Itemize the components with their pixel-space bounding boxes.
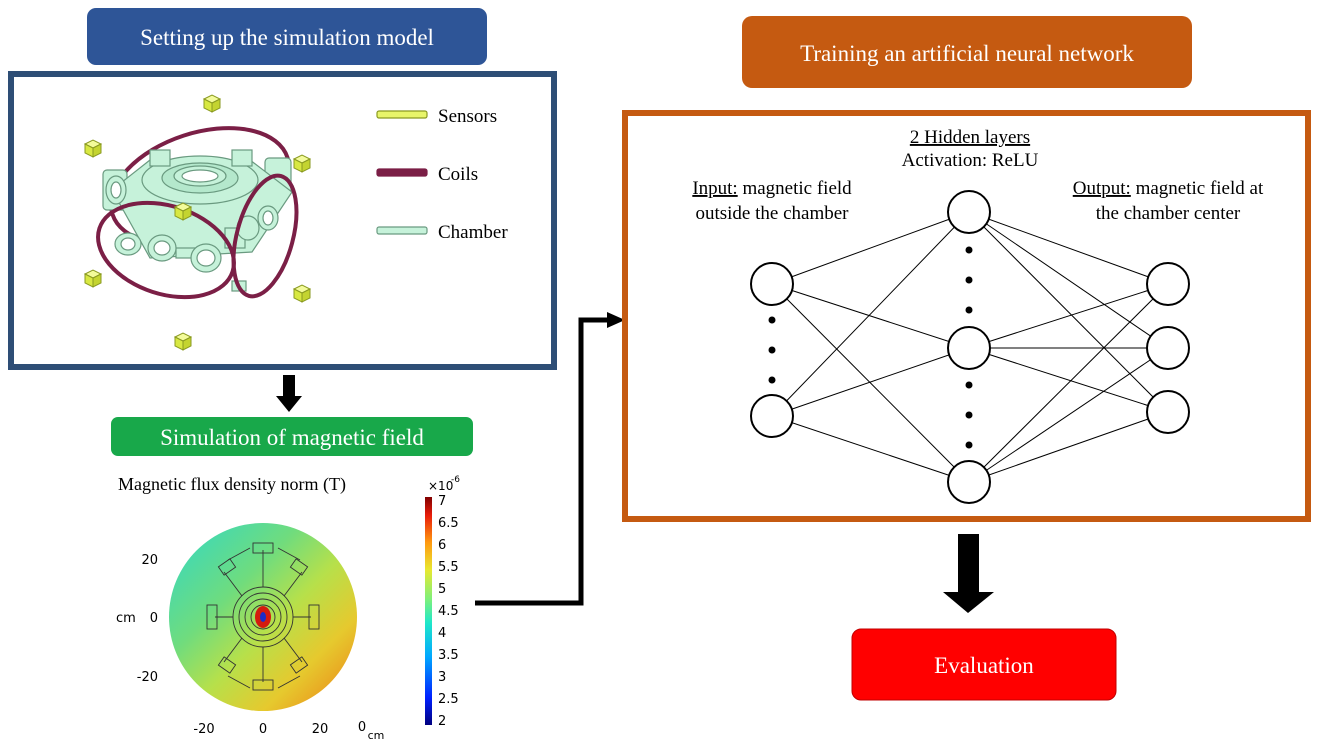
input-label-text: magnetic field (738, 178, 852, 199)
colorbar-tick-label: 3.5 (438, 648, 459, 663)
x-tick-label: 20 (312, 722, 329, 737)
plot-axes: 20 0 -20 cm -20 0 20 0 cm (116, 553, 384, 741)
y-axis-unit: cm (116, 611, 136, 626)
y-tick-label: 0 (150, 611, 158, 626)
nn-connection (771, 415, 970, 483)
colorbar-tick-label: 7 (438, 494, 446, 509)
y-tick-label: 20 (141, 553, 158, 568)
colorbar-exponent: -6 (451, 475, 460, 485)
y-tick-label: -20 (137, 670, 158, 685)
output-label-line-2: the chamber center (1096, 203, 1241, 224)
colorbar-tick-label: 2.5 (438, 692, 459, 707)
chamber-outline-overlay (206, 542, 320, 691)
field-plot (169, 523, 357, 711)
output-neuron (1146, 262, 1190, 306)
output-label-text: magnetic field at (1131, 178, 1264, 199)
plot-title: Magnetic flux density norm (T) (118, 474, 346, 495)
nn-connection (968, 211, 1169, 413)
training-frame (622, 110, 1311, 522)
output-neuron (1146, 326, 1190, 370)
colorbar-tick-label: 2 (438, 714, 446, 729)
activation-label: Activation: ReLU (902, 150, 1039, 171)
output-neuron (1146, 390, 1190, 434)
x-axis-unit: cm (368, 729, 385, 741)
simulation-title-box: Simulation of magnetic field (111, 417, 473, 456)
colorbar-tick-label: 4 (438, 626, 446, 641)
input-label-line-1: Input: magnetic field (692, 178, 852, 199)
colorbar-exponent-base: ×10 (428, 479, 453, 493)
hidden-neuron (947, 326, 991, 370)
legend-label-chamber: Chamber (438, 222, 508, 243)
setup-legend: Sensors Coils Chamber (376, 106, 508, 243)
nn-connection (771, 211, 970, 417)
colorbar-tick-label: 3 (438, 670, 446, 685)
nn-connection (771, 283, 970, 349)
colorbar: ×10 -6 7 6.5 6 5.5 5 4.5 4 3.5 3 2.5 2 (425, 475, 460, 729)
input-neuron (750, 262, 794, 306)
x-tick-label: 0 (358, 720, 366, 735)
nn-connection (968, 283, 1169, 349)
training-title: Training an artificial neural network (800, 41, 1134, 66)
arrow-down-training (943, 534, 994, 613)
chamber-model-image (83, 94, 312, 351)
evaluation-label: Evaluation (934, 653, 1034, 678)
nn-connection (771, 211, 970, 285)
setup-title-box: Setting up the simulation model (87, 8, 487, 65)
output-label-head: Output: (1073, 178, 1131, 199)
nn-connection (968, 283, 1169, 483)
x-tick-label: -20 (193, 722, 214, 737)
colorbar-tick-label: 4.5 (438, 604, 459, 619)
legend-label-coils: Coils (438, 164, 478, 185)
hidden-layers-label: 2 Hidden layers (910, 127, 1030, 148)
colorbar-tick-label: 5 (438, 582, 446, 597)
legend-item-coils: Coils (376, 164, 478, 185)
evaluation-box: Evaluation (851, 628, 1117, 701)
colorbar-tick-label: 6.5 (438, 516, 459, 531)
colorbar-tick-label: 5.5 (438, 560, 459, 575)
legend-label-sensors: Sensors (438, 106, 497, 127)
output-label-line-1: Output: magnetic field at (1073, 178, 1264, 199)
setup-title: Setting up the simulation model (140, 25, 434, 50)
hidden-neuron (947, 460, 991, 504)
legend-item-sensors: Sensors (376, 106, 497, 127)
input-neuron (750, 394, 794, 438)
input-label-head: Input: (692, 178, 737, 199)
legend-item-chamber: Chamber (376, 222, 508, 243)
arrow-connector-to-training (475, 312, 625, 606)
nn-connection (968, 411, 1169, 483)
colorbar-tick-label: 6 (438, 538, 446, 553)
hidden-neuron (947, 190, 991, 234)
nn-connection (771, 347, 970, 417)
x-tick-label: 0 (259, 722, 267, 737)
nn-connection (968, 347, 1169, 413)
nn-connection (968, 211, 1169, 285)
ellipsis-dots (768, 246, 973, 449)
input-label-line-2: outside the chamber (695, 203, 849, 224)
nn-connection (771, 283, 970, 483)
nn-connection (968, 211, 1169, 349)
nn-connection (968, 347, 1169, 483)
neural-network (750, 190, 1190, 504)
simulation-title: Simulation of magnetic field (160, 425, 424, 450)
arrow-down-setup (276, 375, 302, 412)
training-title-box: Training an artificial neural network (742, 16, 1192, 88)
